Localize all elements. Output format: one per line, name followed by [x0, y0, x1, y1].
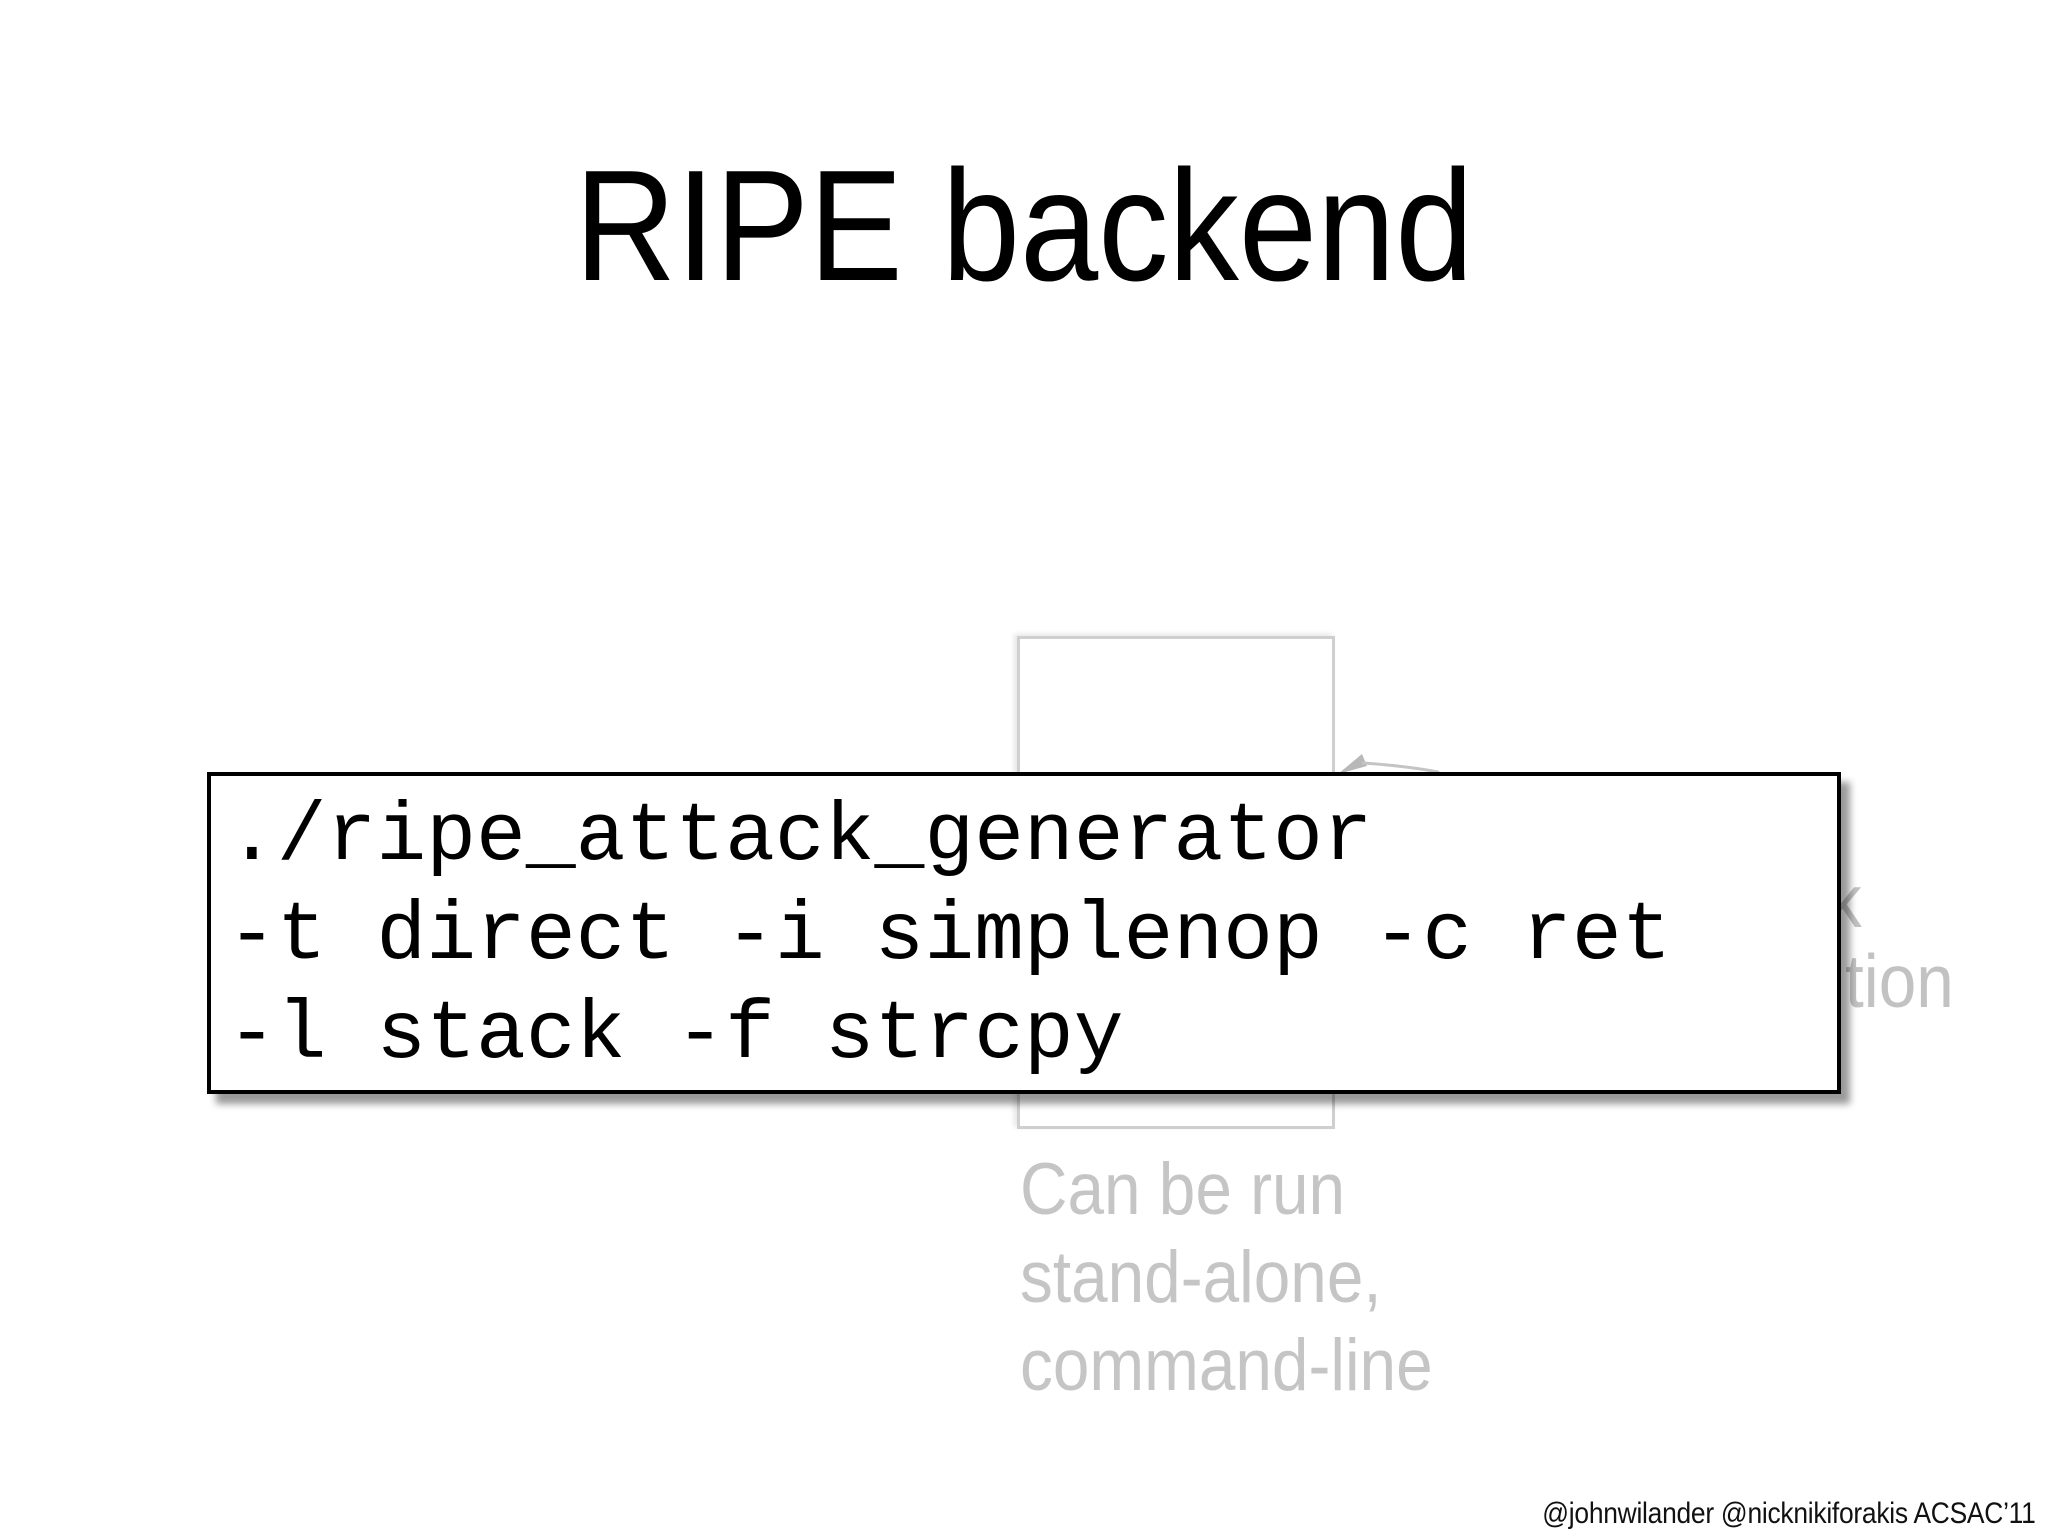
- obscured-text-fragment-tion: tion: [1845, 939, 1954, 1023]
- code-line-3: -l stack -f strcpy: [227, 988, 1124, 1082]
- page-title-text: RIPE backend: [574, 138, 1474, 314]
- code-line-2: -t direct -i simplenop -c ret: [227, 889, 1672, 983]
- curved-arrow-icon: [1338, 754, 1440, 774]
- command-code-box: ./ripe_attack_generator -t direct -i sim…: [207, 772, 1841, 1094]
- caption-line-2: stand-alone,: [1020, 1237, 1382, 1318]
- code-line-1: ./ripe_attack_generator: [227, 790, 1373, 884]
- caption-line-3: command-line: [1020, 1325, 1433, 1406]
- page-title: RIPE backend: [0, 147, 2048, 305]
- footer-credit: @johnwilander @nicknikiforakis ACSAC’11: [1542, 1497, 2037, 1530]
- caption-line-1: Can be run: [1020, 1149, 1346, 1230]
- diagram-caption: Can be run stand-alone, command-line: [1020, 1146, 1433, 1410]
